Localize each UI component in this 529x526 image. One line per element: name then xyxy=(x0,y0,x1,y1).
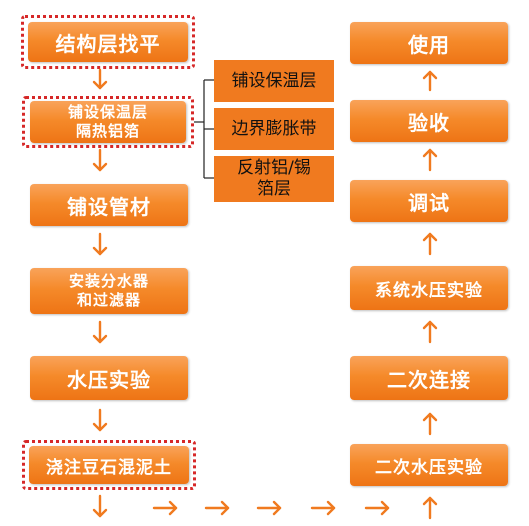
highlight-structure-leveling xyxy=(21,15,195,69)
step-acceptance: 验收 xyxy=(350,100,508,142)
right-arrow-3 xyxy=(256,500,282,516)
side-bracket xyxy=(194,79,214,179)
down-arrow-2 xyxy=(92,148,108,172)
step-insulation-foil: 铺设保温层 隔热铝箔 xyxy=(30,101,186,143)
highlight-insulation-layer xyxy=(22,96,194,148)
step-debugging: 调试 xyxy=(350,180,508,222)
step-secondary-connection: 二次连接 xyxy=(350,356,508,400)
side-item-insulation-layer: 铺设保温层 xyxy=(214,60,334,102)
side-item-reflective-foil: 反射铝/锡 箔层 xyxy=(214,156,334,202)
up-arrow-4 xyxy=(422,320,438,344)
highlight-pour-concrete xyxy=(22,440,196,490)
right-arrow-5 xyxy=(364,500,390,516)
up-arrow-1 xyxy=(422,70,438,92)
step-pour-concrete: 浇注豆石混泥土 xyxy=(29,446,189,484)
up-arrow-3 xyxy=(422,232,438,256)
step-structure-leveling: 结构层找平 xyxy=(28,22,188,62)
step-lay-pipes: 铺设管材 xyxy=(30,184,188,226)
down-arrow-3 xyxy=(92,232,108,256)
up-arrow-2 xyxy=(422,148,438,172)
right-arrow-1 xyxy=(152,500,178,516)
down-arrow-4 xyxy=(92,320,108,344)
up-arrow-6 xyxy=(422,496,438,520)
step-use: 使用 xyxy=(350,22,508,64)
down-arrow-5 xyxy=(92,408,108,432)
right-arrow-2 xyxy=(204,500,230,516)
step-system-pressure-test: 系统水压实验 xyxy=(350,266,508,310)
step-secondary-pressure-test: 二次水压实验 xyxy=(350,444,508,486)
step-install-manifold-filter: 安装分水器 和过滤器 xyxy=(30,268,188,314)
down-arrow-1 xyxy=(92,68,108,90)
down-arrow-6 xyxy=(92,494,108,518)
side-item-expansion-strip: 边界膨胀带 xyxy=(214,108,334,150)
right-arrow-4 xyxy=(310,500,336,516)
up-arrow-5 xyxy=(422,412,438,436)
step-water-pressure-test: 水压实验 xyxy=(30,356,188,400)
